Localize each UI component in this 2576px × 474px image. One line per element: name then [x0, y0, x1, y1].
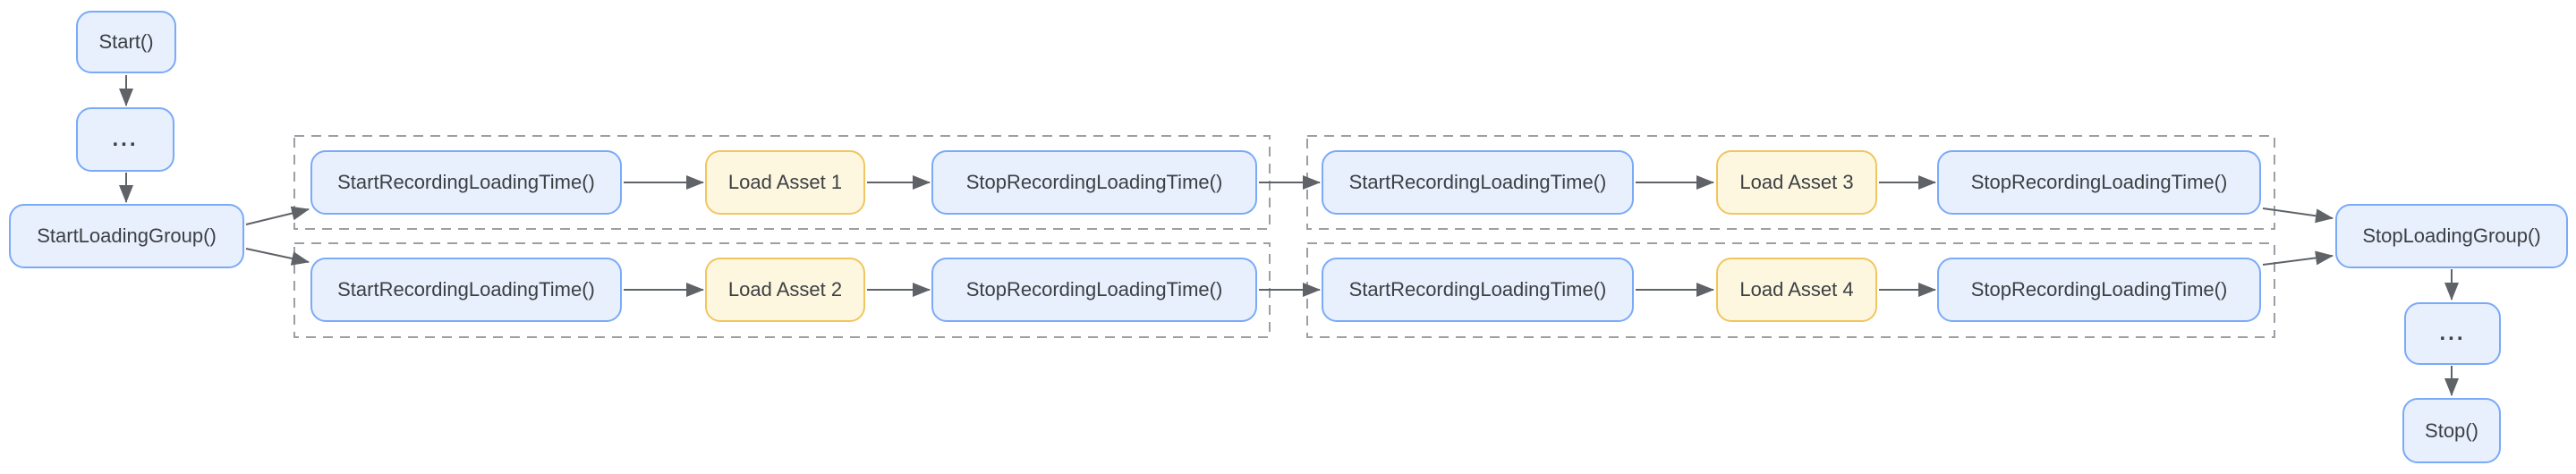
edge-g2-r2-stop-to-stop-loading-group [2262, 250, 2334, 266]
node-g2-r2-stop-recording: StopRecordingLoadingTime() [1937, 258, 2261, 322]
node-pre-ellipsis: ... [76, 107, 174, 172]
node-g2-r2-load-asset: Load Asset 4 [1716, 258, 1877, 322]
node-post-ellipsis: ... [2404, 302, 2501, 365]
node-g1-r1-stop-recording: StopRecordingLoadingTime() [931, 150, 1257, 215]
edge-start-loading-group-to-g1-r1 [245, 206, 310, 225]
node-g1-r1-start-recording: StartRecordingLoadingTime() [310, 150, 622, 215]
node-g1-r2-stop-recording: StopRecordingLoadingTime() [931, 258, 1257, 322]
node-g1-r2-load-asset: Load Asset 2 [705, 258, 865, 322]
node-g2-r1-stop-recording: StopRecordingLoadingTime() [1937, 150, 2261, 215]
node-g2-r2-start-recording: StartRecordingLoadingTime() [1322, 258, 1634, 322]
node-stop-loading-group: StopLoadingGroup() [2335, 204, 2568, 268]
node-g2-r1-load-asset: Load Asset 3 [1716, 150, 1877, 215]
node-start: Start() [76, 11, 176, 73]
node-start-loading-group: StartLoadingGroup() [9, 204, 244, 268]
node-g1-r1-load-asset: Load Asset 1 [705, 150, 865, 215]
node-stop: Stop() [2402, 398, 2501, 463]
node-g1-r2-start-recording: StartRecordingLoadingTime() [310, 258, 622, 322]
node-g2-r1-start-recording: StartRecordingLoadingTime() [1322, 150, 1634, 215]
edge-g2-r1-stop-to-stop-loading-group [2262, 207, 2334, 224]
edge-start-loading-group-to-g1-r2 [245, 248, 310, 266]
